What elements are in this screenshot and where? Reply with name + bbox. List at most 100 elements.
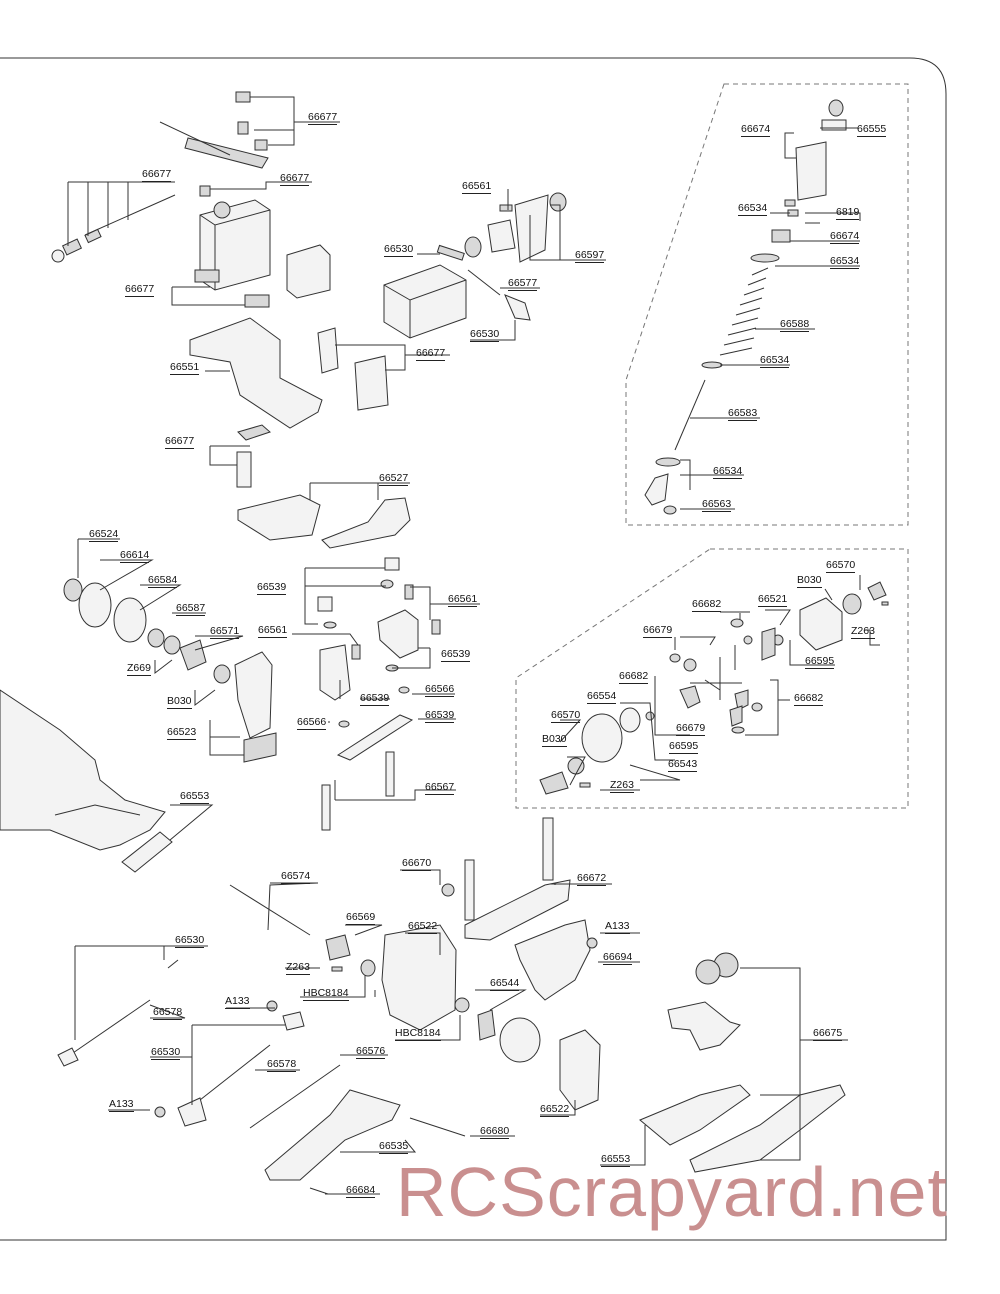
page-frame (0, 57, 947, 1241)
part-label: 66595 (669, 740, 699, 754)
part-label: 66682 (794, 692, 824, 706)
watermark-text: RCScrapyard.net (396, 1153, 948, 1231)
part-label: 66554 (587, 690, 617, 704)
part-label: 66682 (619, 670, 649, 684)
part-label: 66539 (425, 709, 455, 723)
part-label: A133 (225, 995, 250, 1009)
part-label: 66561 (448, 593, 478, 607)
part-label: 66677 (142, 168, 172, 182)
part-label: 66563 (702, 498, 732, 512)
part-label: 66574 (281, 870, 311, 884)
steering-link (336, 714, 414, 761)
part-label: 66535 (379, 1140, 409, 1154)
part-label: 66680 (480, 1125, 510, 1139)
part-label: 66675 (813, 1027, 843, 1041)
part-label: HBC8184 (303, 987, 349, 1001)
part-label: Z669 (127, 662, 151, 676)
part-label: 66670 (402, 857, 432, 871)
bulkhead-plate (237, 494, 321, 541)
shock-spring (719, 267, 769, 356)
part-label: 66677 (416, 347, 446, 361)
part-label: 66577 (508, 277, 538, 291)
part-label: 66561 (258, 624, 288, 638)
part-label: 66534 (713, 465, 743, 479)
part-label: 66595 (805, 655, 835, 669)
part-label: 66534 (830, 255, 860, 269)
part-label: 66570 (551, 709, 581, 723)
part-label: Z263 (851, 625, 875, 639)
part-label: B030 (797, 574, 822, 588)
part-label: 66677 (308, 111, 338, 125)
part-label: Z263 (286, 961, 310, 975)
part-label: 66684 (346, 1184, 376, 1198)
part-label: 66566 (297, 716, 327, 730)
part-label: 66588 (780, 318, 810, 332)
part-label: 66553 (180, 790, 210, 804)
part-label: 66522 (540, 1103, 570, 1117)
part-label: 66553 (601, 1153, 631, 1167)
part-label: 66677 (165, 435, 195, 449)
front-hub (234, 651, 273, 739)
part-label: HBC8184 (395, 1027, 441, 1041)
part-label: A133 (109, 1098, 134, 1112)
chassis-plate (0, 689, 166, 851)
part-label: B030 (167, 695, 192, 709)
part-label: 66521 (758, 593, 788, 607)
part-label: 66522 (408, 920, 438, 934)
part-label: 66672 (577, 872, 607, 886)
part-label: 66523 (167, 726, 197, 740)
receiver-box (383, 264, 467, 339)
part-label: 66576 (356, 1045, 386, 1059)
gearbox-housing-a (381, 924, 457, 1031)
part-label: 66567 (425, 781, 455, 795)
gearbox-housing-b (559, 1029, 601, 1111)
part-label: 66682 (692, 598, 722, 612)
part-label: 66539 (257, 581, 287, 595)
part-label: 66555 (857, 123, 887, 137)
part-label: 66584 (148, 574, 178, 588)
part-label: 66539 (360, 692, 390, 706)
part-label: 66578 (267, 1058, 297, 1072)
part-label: 6819 (836, 206, 860, 220)
part-label: 66674 (830, 230, 860, 244)
shock-tower (464, 879, 571, 941)
part-label: 66530 (470, 328, 500, 342)
spur-gear (581, 713, 623, 763)
part-label: 66583 (728, 407, 758, 421)
part-label: 66679 (676, 722, 706, 736)
part-label: 66597 (575, 249, 605, 263)
part-label: 66544 (490, 977, 520, 991)
shock-group-box (625, 83, 909, 526)
part-label: 66677 (280, 172, 310, 186)
part-label: B030 (542, 733, 567, 747)
part-label: 66561 (462, 180, 492, 194)
diff-group-box (515, 548, 909, 809)
part-label: 66679 (643, 624, 673, 638)
suspension-arm (264, 1089, 401, 1181)
part-label: 66570 (826, 559, 856, 573)
part-label: 66543 (668, 758, 698, 772)
part-label: 66569 (346, 911, 376, 925)
part-label: 66694 (603, 951, 633, 965)
part-label: Z263 (610, 779, 634, 793)
part-label: 66578 (153, 1006, 183, 1020)
part-label: 66539 (441, 648, 471, 662)
part-label: 66677 (125, 283, 155, 297)
part-label: 66534 (738, 202, 768, 216)
part-label: 66534 (760, 354, 790, 368)
part-label: 66530 (384, 243, 414, 257)
shock-body (795, 141, 827, 201)
front-brace (121, 831, 173, 873)
servo-tray (189, 317, 323, 429)
part-label: 66614 (120, 549, 150, 563)
part-label: 66571 (210, 625, 240, 639)
part-label: 66587 (176, 602, 206, 616)
part-label: A133 (605, 920, 630, 934)
part-label: 66524 (89, 528, 119, 542)
part-label: 66566 (425, 683, 455, 697)
part-label: 66527 (379, 472, 409, 486)
part-label: 66530 (151, 1046, 181, 1060)
